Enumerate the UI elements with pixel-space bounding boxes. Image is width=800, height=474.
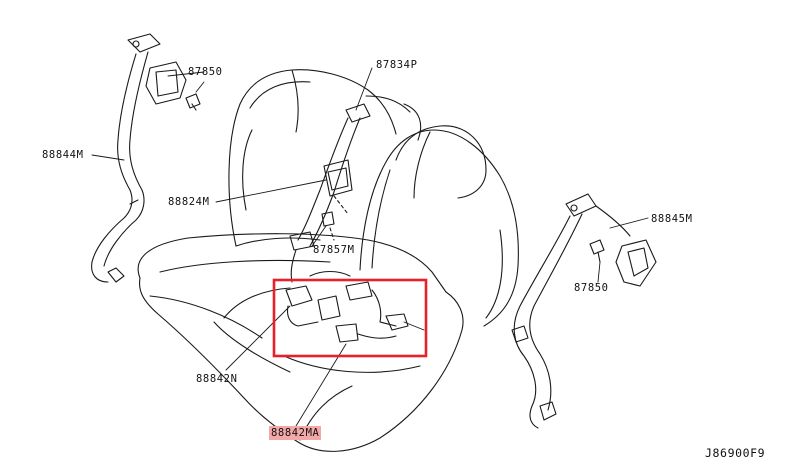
label-retractor-bolt-left: 87850	[188, 66, 223, 78]
label-upper-guide: 87834P	[376, 59, 418, 71]
label-belt-assy-right: 88845M	[651, 213, 693, 225]
leader-lines	[91, 67, 649, 427]
belt-assy-right	[511, 193, 657, 429]
bolt-right	[589, 239, 605, 263]
callout-box	[272, 278, 428, 358]
label-center-anchor-bolt: 87857M	[313, 244, 355, 256]
buckle-set	[285, 270, 409, 343]
label-retractor-bolt-right: 87850	[574, 282, 609, 294]
figure-code: J86900F9	[705, 446, 766, 460]
belt-assy-left	[91, 33, 187, 283]
center-anchor	[321, 195, 349, 241]
bolt-left	[185, 93, 201, 111]
label-belt-assy-left: 88844M	[42, 149, 84, 161]
seat-back-right	[359, 95, 519, 327]
label-buckle-left: 88842N	[196, 373, 238, 385]
label-belt-assy-center: 88824M	[168, 196, 210, 208]
label-buckle-assy-highlighted[interactable]: 88842MA	[269, 426, 322, 440]
seat-back-left	[228, 69, 397, 247]
